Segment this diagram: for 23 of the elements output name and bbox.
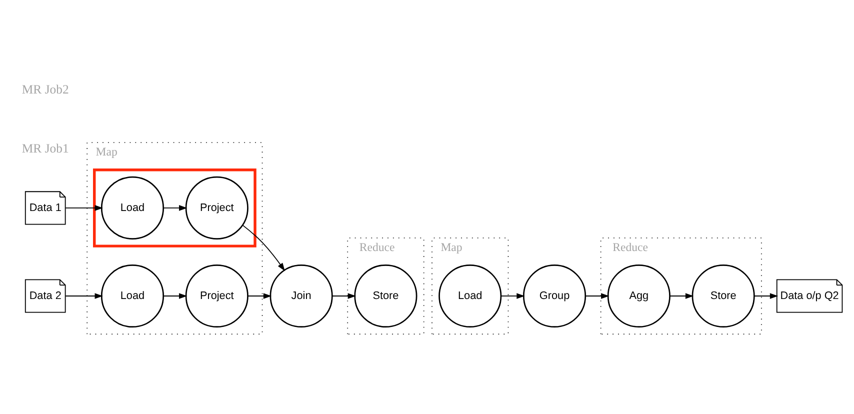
- arrow: [332, 292, 356, 298]
- arrow: [669, 292, 694, 298]
- node-circle: Load: [100, 176, 164, 239]
- node-circle: Project: [185, 176, 248, 239]
- node-circle: Project: [185, 264, 248, 328]
- node-circle: Group: [522, 264, 586, 328]
- arrow: [754, 292, 778, 298]
- arrow: [242, 224, 285, 271]
- arrow: [585, 292, 610, 298]
- label: MR Job2: [22, 82, 69, 96]
- node-circle: Join: [270, 264, 333, 328]
- label: MR Job1: [22, 140, 69, 155]
- node-circle: Store: [354, 264, 418, 328]
- arrow: [500, 292, 525, 298]
- node-circle: Agg: [607, 264, 670, 328]
- node-circle: Store: [692, 264, 755, 328]
- node-circle: Load: [438, 264, 502, 328]
- arrow: [65, 204, 103, 210]
- arrow: [162, 292, 188, 298]
- node-circle: Load: [100, 264, 164, 328]
- arrow: [65, 292, 103, 298]
- arrow: [247, 292, 272, 298]
- arrow: [162, 204, 188, 210]
